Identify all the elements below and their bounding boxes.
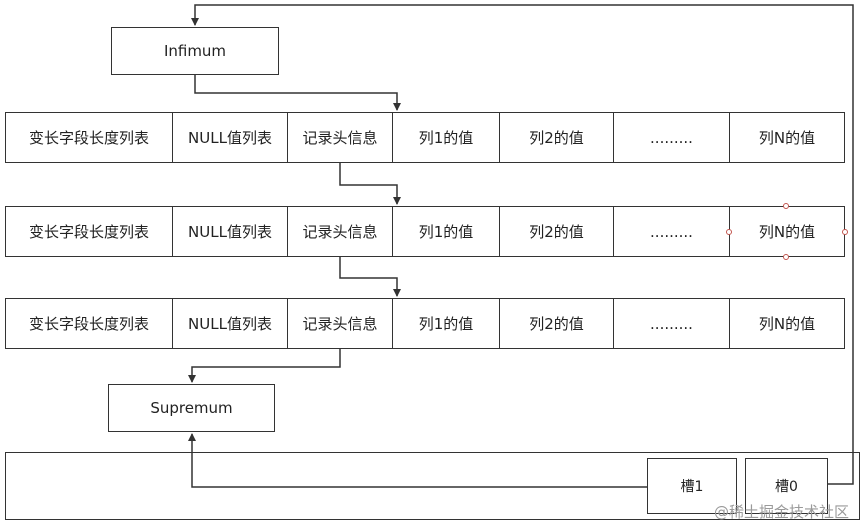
field-ellipsis: ......... bbox=[614, 113, 730, 162]
field-column-1: 列1的值 bbox=[393, 207, 500, 256]
row1-to-row2-arrow bbox=[339, 163, 401, 205]
row2-to-row3-arrow bbox=[339, 257, 401, 297]
field-variable-length-list: 变长字段长度列表 bbox=[6, 113, 173, 162]
selection-handle-right[interactable] bbox=[842, 229, 848, 235]
selection-handle-left[interactable] bbox=[726, 229, 732, 235]
supremum-box: Supremum bbox=[108, 384, 275, 432]
infimum-to-row1-arrow bbox=[194, 75, 401, 111]
slot-0-label: 槽0 bbox=[775, 479, 798, 495]
slot-1-label: 槽1 bbox=[680, 479, 704, 495]
field-record-header: 记录头信息 bbox=[288, 113, 393, 162]
field-null-list: NULL值列表 bbox=[173, 207, 288, 256]
field-column-2: 列2的值 bbox=[500, 299, 614, 348]
record-row-3: 变长字段长度列表 NULL值列表 记录头信息 列1的值 列2的值 .......… bbox=[5, 298, 845, 349]
field-ellipsis: ......... bbox=[614, 207, 730, 256]
selection-handle-bottom[interactable] bbox=[783, 254, 789, 260]
field-column-1: 列1的值 bbox=[393, 113, 500, 162]
field-variable-length-list: 变长字段长度列表 bbox=[6, 207, 173, 256]
field-column-2: 列2的值 bbox=[500, 207, 614, 256]
field-record-header: 记录头信息 bbox=[288, 299, 393, 348]
field-column-2: 列2的值 bbox=[500, 113, 614, 162]
record-row-2: 变长字段长度列表 NULL值列表 记录头信息 列1的值 列2的值 .......… bbox=[5, 206, 845, 257]
field-column-1: 列1的值 bbox=[393, 299, 500, 348]
field-ellipsis: ......... bbox=[614, 299, 730, 348]
record-row-1: 变长字段长度列表 NULL值列表 记录头信息 列1的值 列2的值 .......… bbox=[5, 112, 845, 163]
field-record-header: 记录头信息 bbox=[288, 207, 393, 256]
watermark: @稀土掘金技术社区 bbox=[713, 503, 849, 521]
infimum-label: Infimum bbox=[163, 42, 227, 60]
field-column-n: 列N的值 bbox=[758, 315, 816, 333]
field-null-list: NULL值列表 bbox=[173, 299, 288, 348]
selection-handle-top[interactable] bbox=[783, 203, 789, 209]
field-variable-length-list: 变长字段长度列表 bbox=[6, 299, 173, 348]
field-column-n[interactable]: 列N的值 bbox=[758, 223, 816, 241]
row3-to-supremum-arrow bbox=[188, 349, 341, 383]
infimum-box: Infimum bbox=[111, 27, 279, 75]
supremum-label: Supremum bbox=[150, 399, 233, 417]
field-column-n: 列N的值 bbox=[758, 129, 816, 147]
field-null-list: NULL值列表 bbox=[173, 113, 288, 162]
